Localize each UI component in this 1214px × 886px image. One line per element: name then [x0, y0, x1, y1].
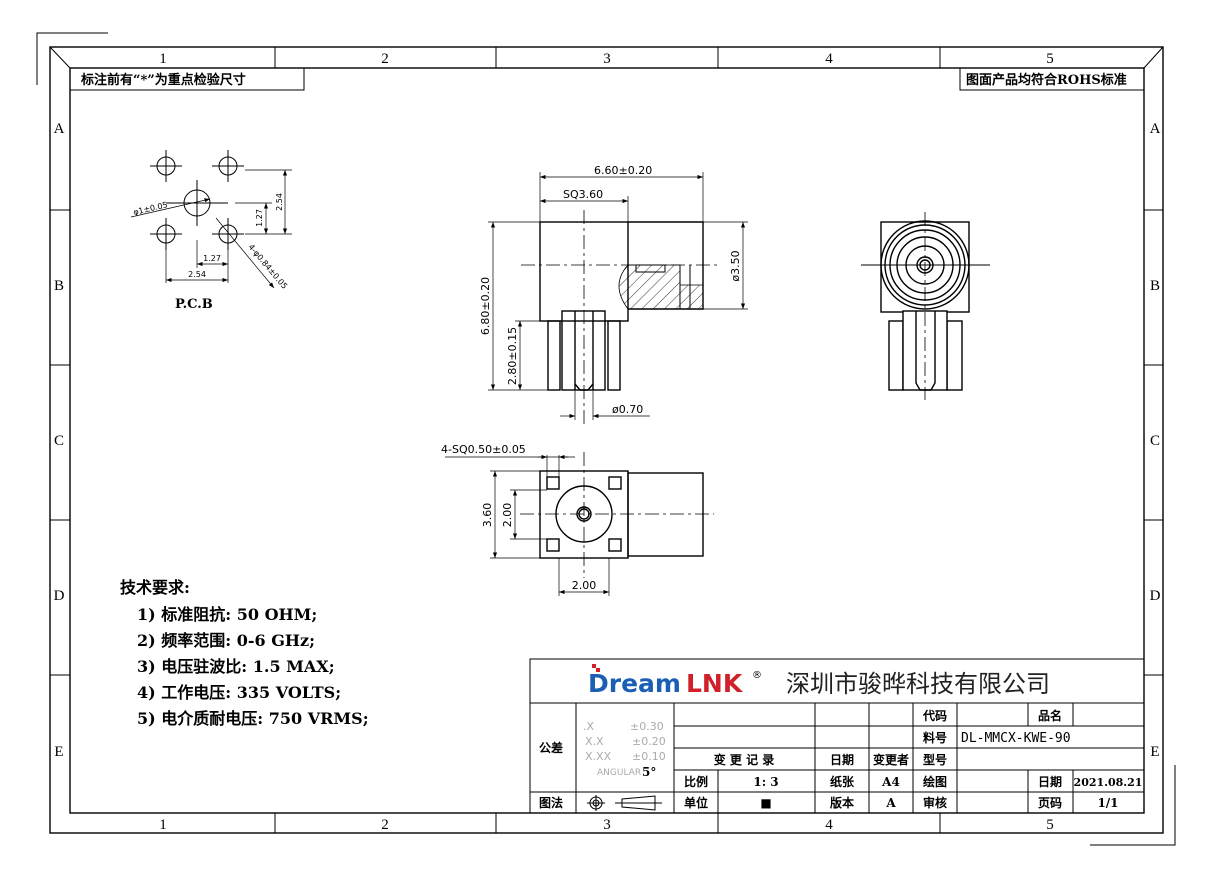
- h-half-dim: 1.27: [203, 254, 221, 263]
- angular-label: ANGULAR: [597, 768, 641, 778]
- paper-label: 纸张: [830, 774, 855, 789]
- column-label: 2: [381, 51, 389, 67]
- requirement-item: 3) 电压驻波比: 1.5 MAX;: [137, 657, 335, 676]
- scale-value: 1: 3: [753, 775, 778, 789]
- inspection-note: 标注前有“*”为重点检验尺寸: [80, 72, 246, 88]
- row-label: B: [1150, 278, 1160, 294]
- barrel-diameter-dim: ø3.50: [729, 250, 742, 281]
- requirement-item: 1) 标准阻抗: 50 OHM;: [137, 605, 317, 624]
- column-label: 4: [825, 817, 833, 833]
- part-number: DL-MMCX-KWE-90: [961, 731, 1071, 746]
- scale-label: 比例: [684, 774, 708, 789]
- unit-label: 单位: [684, 795, 708, 810]
- drawing-frame: 1 2 3 4 5 1 2 3 4 5 A B C D E A B C D E: [36, 32, 1176, 846]
- pcb-label: P.C.B: [175, 297, 213, 312]
- requirement-item: 5) 电介质耐电压: 750 VRMS;: [137, 709, 369, 728]
- tolerance-value: ±0.30: [630, 720, 664, 733]
- column-label: 2: [381, 817, 389, 833]
- v-full-dim: 2.54: [275, 193, 284, 211]
- row-label: A: [54, 121, 65, 137]
- row-label: C: [54, 433, 64, 449]
- product-name-label: 品名: [1038, 708, 1062, 723]
- drawn-label: 绘图: [923, 774, 947, 789]
- part-number-label: 料号: [923, 730, 947, 745]
- column-label: 1: [159, 817, 167, 833]
- h-full-dim: 2.54: [188, 270, 206, 279]
- tolerance-format: .X: [583, 720, 594, 733]
- change-record-label: 变 更 记 录: [714, 752, 775, 767]
- row-label: D: [1150, 588, 1161, 604]
- pitch-v-dim: 2.00: [501, 503, 514, 528]
- requirements-title: 技术要求:: [120, 578, 190, 597]
- length-dim: 6.60±0.20: [594, 164, 652, 177]
- date-label: 日期: [830, 752, 854, 767]
- registered-mark: ®: [752, 670, 762, 681]
- row-label: B: [54, 278, 64, 294]
- column-label: 4: [825, 51, 833, 67]
- pad-dim: 4-SQ0.50±0.05: [441, 443, 526, 456]
- page-label: 页码: [1038, 796, 1062, 810]
- projection-label: 图法: [539, 795, 563, 810]
- column-label: 5: [1046, 817, 1054, 833]
- code-label: 代码: [922, 708, 947, 723]
- drawing-date: 2021.08.21: [1074, 776, 1143, 789]
- version-label: 版本: [830, 795, 854, 810]
- page-value: 1/1: [1097, 796, 1118, 810]
- tolerance-value: ±0.20: [632, 735, 666, 748]
- width-dim: 3.60: [481, 503, 494, 528]
- pitch-h-dim: 2.00: [572, 579, 597, 592]
- logo-text-lnk: LNK: [686, 669, 744, 698]
- pin-diameter-dim: ø0.70: [612, 403, 643, 416]
- tolerance-format: X.X: [585, 735, 604, 748]
- projection-symbol-icon: [587, 795, 662, 811]
- column-label: 1: [159, 51, 167, 67]
- tolerance-label: 公差: [539, 740, 563, 755]
- row-label: A: [1150, 121, 1161, 137]
- row-label: E: [54, 744, 63, 760]
- title-block: Dream LNK ® 深圳市骏晔科技有限公司 公差 .X ±0.30 X.X …: [529, 658, 1145, 814]
- column-label: 3: [603, 51, 611, 67]
- paper-value: A4: [881, 775, 900, 789]
- changer-label: 变更者: [873, 752, 909, 767]
- angular-value: 5°: [642, 765, 656, 779]
- pcb-footprint: φ1±0.05 4-φ0.84±0.05 1.27 2.54 1.27 2.54…: [130, 150, 292, 312]
- company-name: 深圳市骏晔科技有限公司: [786, 670, 1050, 698]
- company-logo: Dream LNK ®: [588, 664, 762, 698]
- tolerance-format: X.XX: [585, 750, 612, 763]
- v-half-dim: 1.27: [255, 209, 264, 227]
- unit-value: ■: [760, 796, 771, 810]
- technical-requirements: 技术要求: 1) 标准阻抗: 50 OHM; 2) 频率范围: 0-6 GHz;…: [120, 578, 369, 728]
- tolerance-value: ±0.10: [632, 750, 666, 763]
- center-hole-dim: φ1±0.05: [132, 200, 168, 217]
- drawing-date-label: 日期: [1038, 774, 1062, 789]
- row-label: E: [1150, 744, 1159, 760]
- column-label: 5: [1046, 51, 1054, 67]
- height-dim: 6.80±0.20: [479, 277, 492, 335]
- side-view: 6.60±0.20 SQ3.60 6.80±0.20 2.80±0.15 ø3.…: [479, 164, 748, 425]
- pin-height-dim: 2.80±0.15: [506, 327, 519, 385]
- bottom-view: 4-SQ0.50±0.05 3.60 2.00 2.00: [441, 443, 714, 596]
- requirement-item: 4) 工作电压: 335 VOLTS;: [137, 683, 341, 702]
- version-value: A: [885, 796, 896, 810]
- logo-text-dream: Dream: [588, 669, 681, 698]
- rohs-note: 图面产品均符合ROHS标准: [966, 72, 1127, 88]
- pin-hole-dim: 4-φ0.84±0.05: [246, 243, 289, 291]
- review-label: 审核: [923, 795, 947, 810]
- requirement-item: 2) 频率范围: 0-6 GHz;: [137, 631, 315, 650]
- front-view: [861, 212, 990, 400]
- row-label: C: [1150, 433, 1160, 449]
- model-label: 型号: [923, 752, 947, 767]
- column-label: 3: [603, 817, 611, 833]
- square-dim: SQ3.60: [563, 188, 603, 201]
- row-label: D: [54, 588, 65, 604]
